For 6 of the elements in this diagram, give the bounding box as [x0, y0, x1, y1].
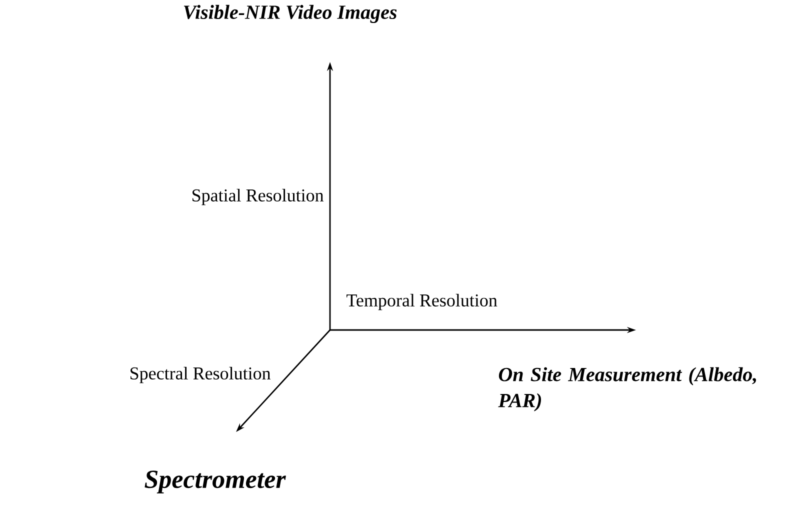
axis-label: Spectral Resolution [128, 366, 272, 384]
axis-end-label: On Site Measurement (Albedo, PAR) [498, 367, 756, 412]
axis-end-label: Spectrometer [144, 470, 286, 494]
axis-label: Spatial Resolution [190, 188, 325, 206]
axis-end-label: Visible-NIR Video Images [184, 4, 397, 24]
axis-label: Temporal Resolution [345, 292, 498, 312]
